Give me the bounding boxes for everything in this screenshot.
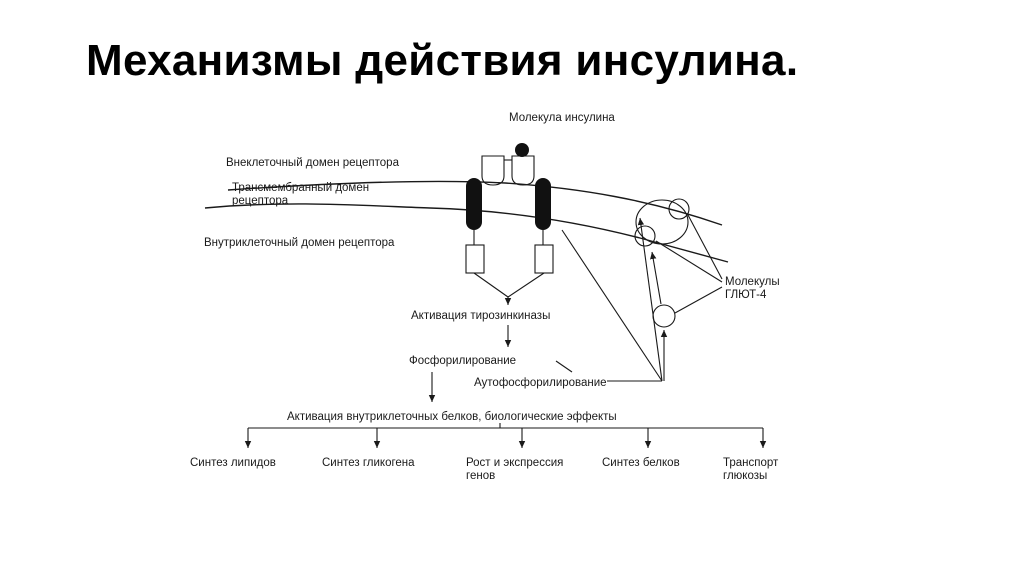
glut4-molecule-vesicle [652,304,676,328]
transmembrane-domain-label-1: Трансмембранный домен [232,182,369,194]
effect-growth-gene-expression-2: генов [466,470,495,482]
effect-lipid-synthesis: Синтез липидов [190,457,276,469]
phosphorylation-label: Фосфорилирование [409,355,516,367]
receptor-intracellular-right [534,244,554,274]
effect-growth-gene-expression-1: Рост и экспрессия [466,457,563,469]
glut4-molecule [668,198,690,220]
effect-glucose-transport-1: Транспорт [723,457,779,469]
receptor-transmembrane-right [535,178,551,230]
receptor-intracellular-left [465,244,485,274]
slide-title: Механизмы действия инсулина. [86,36,799,85]
intracellular-domain-label: Внутриклеточный домен рецептора [204,237,395,249]
glut4-membrane-group [635,199,689,245]
autophosphorylation-label: Аутофосфорилирование [474,377,607,389]
membrane-inner-line [204,203,729,263]
effect-glycogen-synthesis: Синтез гликогена [322,457,415,469]
extracellular-domain-label: Внеклеточный домен рецептора [226,157,400,169]
transmembrane-domain-label-2: рецептора [232,195,289,207]
effect-protein-synthesis: Синтез белков [602,457,680,469]
glut4-label-2: ГЛЮТ-4 [725,289,767,301]
receptor-transmembrane-left [466,178,482,230]
glut4-label-1: Молекулы [725,276,780,288]
glut4-molecule [634,225,656,247]
tyrosine-kinase-label: Активация тирозинкиназы [411,310,550,322]
receptor-extracellular-left [481,155,505,186]
effect-glucose-transport-2: глюкозы [723,470,767,482]
activation-proteins-label: Активация внутриклеточных белков, биолог… [287,411,617,423]
insulin-molecule-label: Молекула инсулина [509,112,615,124]
membrane-outer-line [227,180,723,226]
receptor-extracellular-right [511,155,535,186]
insulin-molecule [515,143,529,157]
